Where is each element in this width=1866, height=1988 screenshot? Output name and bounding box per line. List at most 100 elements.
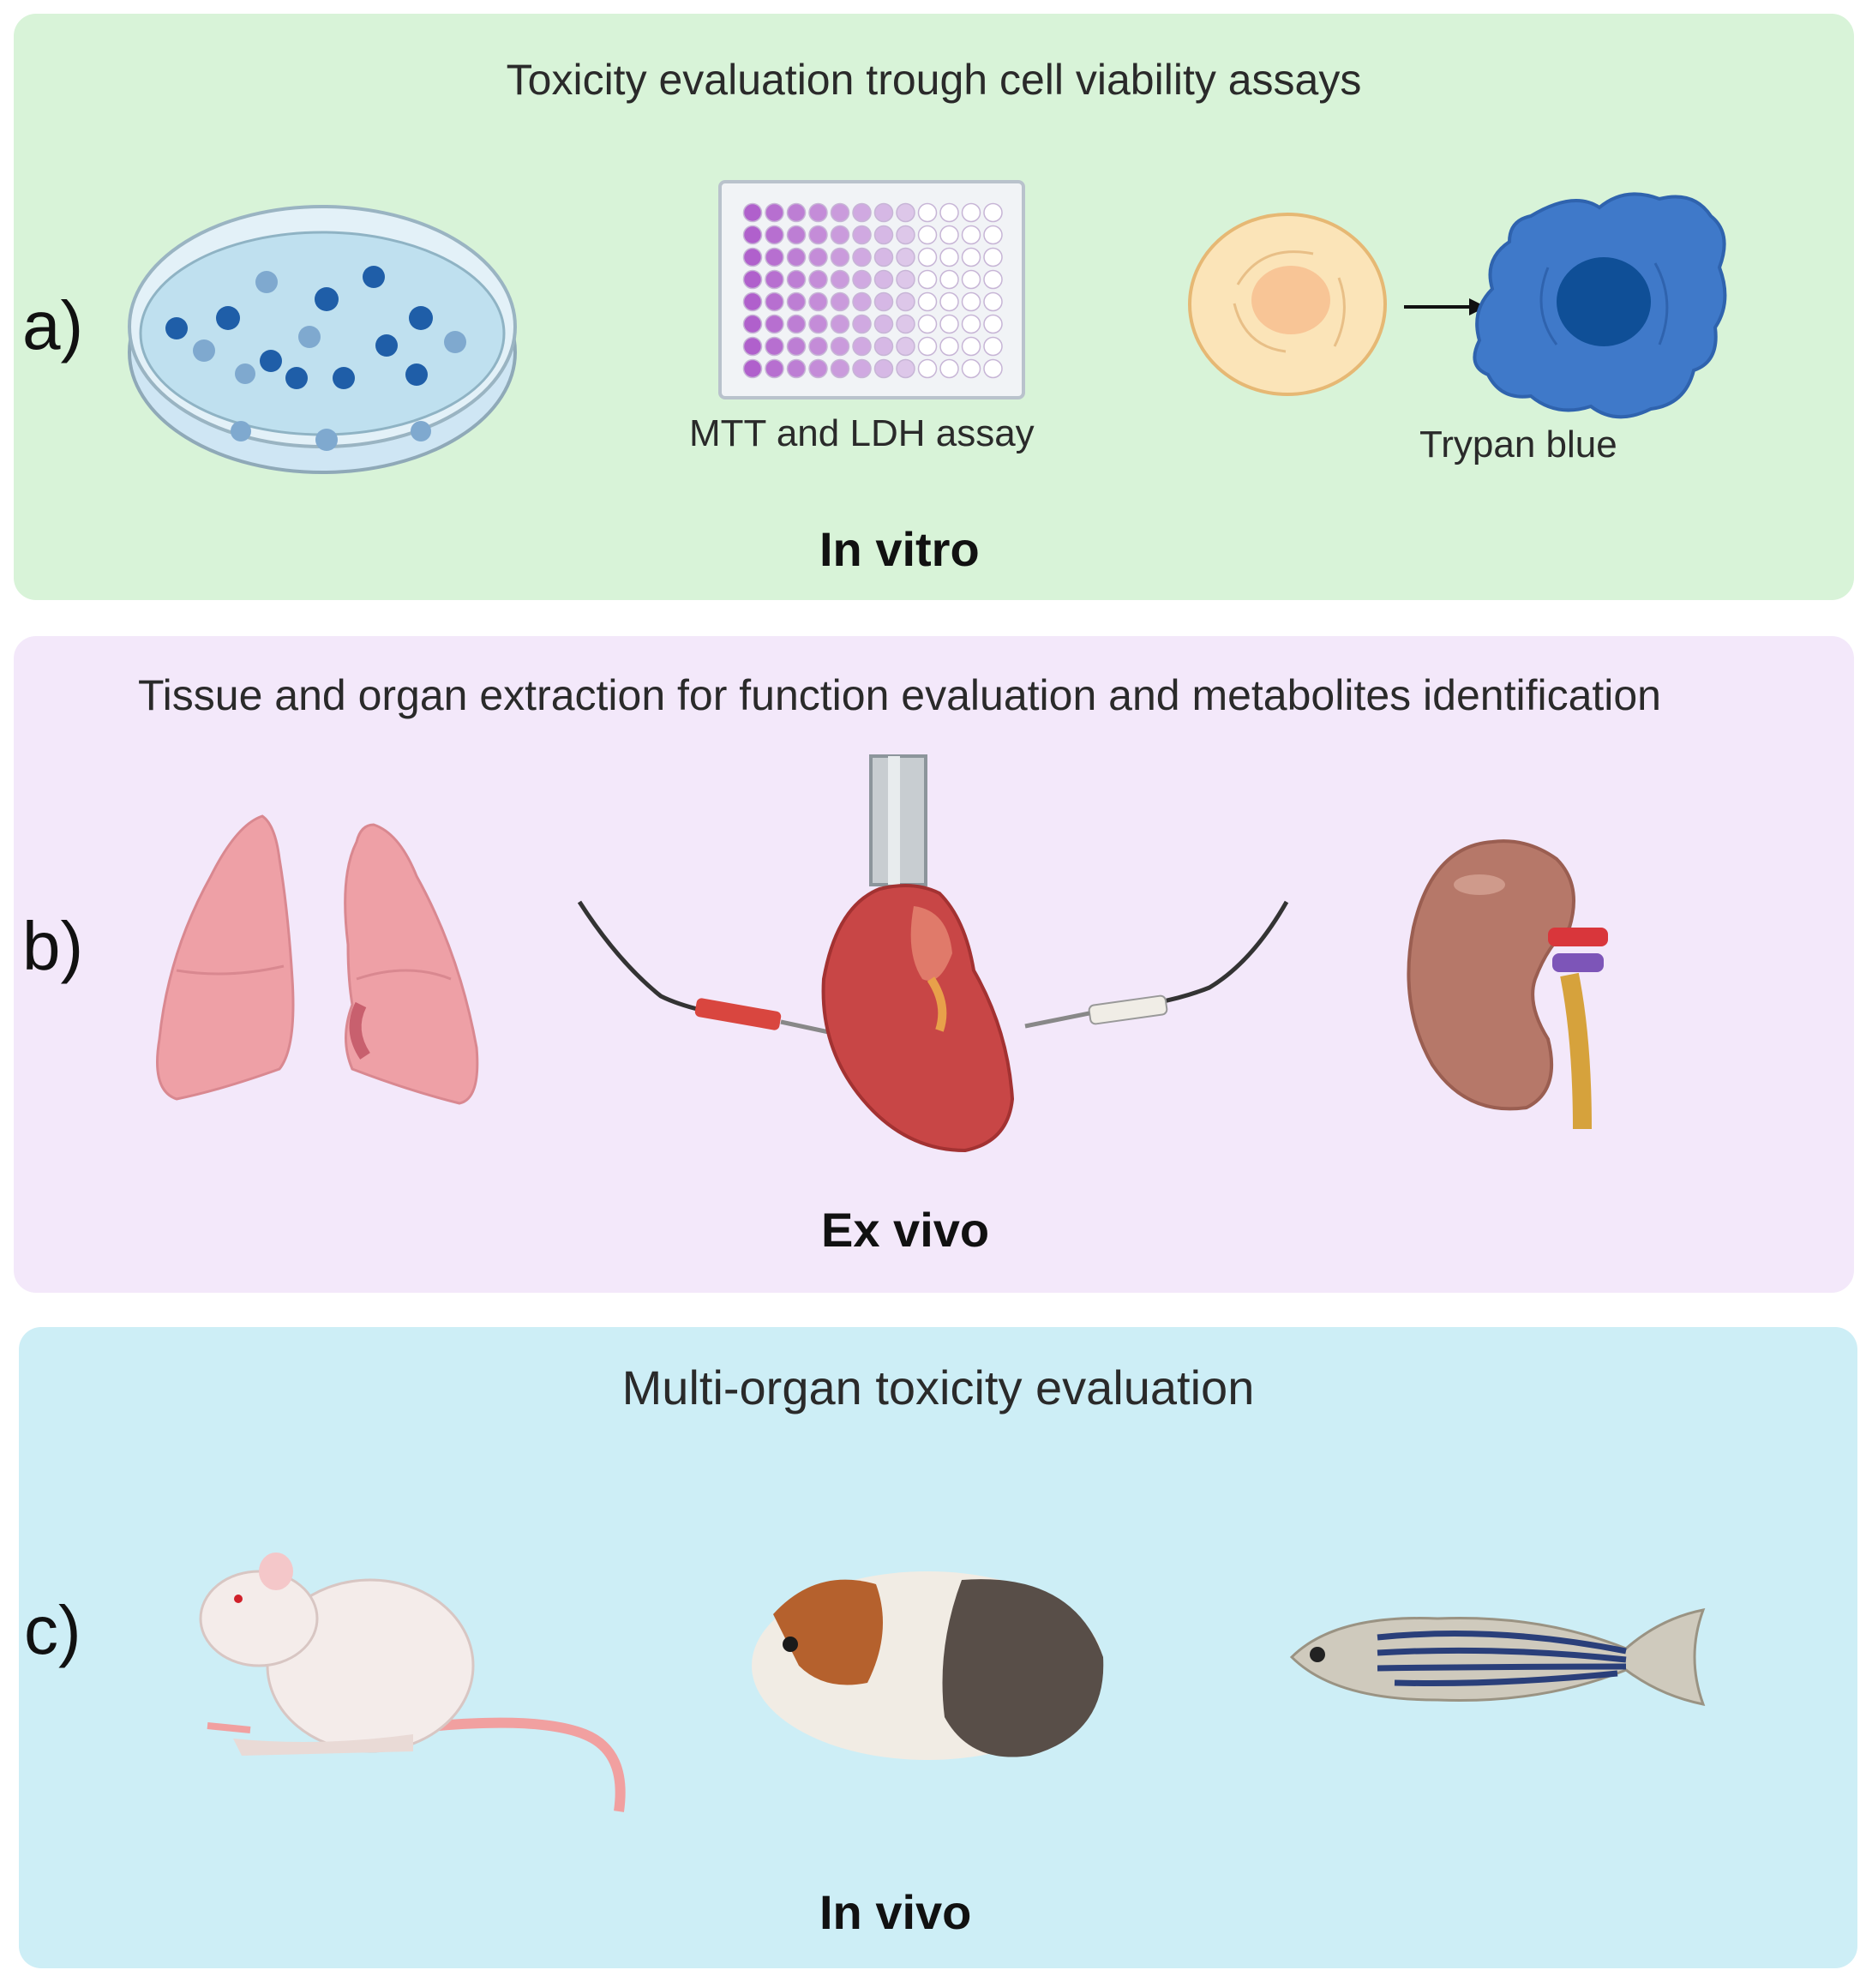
well: [852, 269, 872, 290]
well: [917, 314, 938, 334]
panel-b-label: b): [22, 908, 84, 984]
well: [852, 314, 872, 334]
well: [873, 202, 894, 223]
stained-cell-icon: [1473, 192, 1727, 419]
well: [765, 225, 784, 245]
well: [742, 336, 763, 357]
well: [852, 291, 872, 312]
well: [873, 247, 894, 267]
panel-a-label: a): [22, 287, 84, 363]
well: [983, 336, 1003, 357]
well: [786, 358, 807, 379]
well: [983, 202, 1003, 223]
well: [742, 269, 763, 290]
panel-a-footer: In vitro: [819, 522, 980, 576]
well: [939, 291, 959, 312]
cell-caption: Trypan blue: [1419, 423, 1617, 465]
well: [983, 358, 1003, 379]
well: [786, 202, 807, 223]
electrode-icon: [577, 900, 1289, 1037]
well: [961, 291, 981, 312]
well: [873, 291, 894, 312]
well: [983, 314, 1003, 334]
well: [917, 358, 938, 379]
well: [786, 247, 807, 267]
well: [939, 247, 959, 267]
well: [786, 336, 807, 357]
well: [742, 247, 763, 267]
well: [917, 291, 938, 312]
petri-dish-icon: [128, 205, 517, 474]
well: [896, 336, 915, 357]
well: [917, 225, 938, 245]
well: [830, 202, 850, 223]
well: [852, 225, 872, 245]
well: [742, 291, 763, 312]
well: [961, 202, 981, 223]
panel-c-label: c): [24, 1592, 81, 1668]
well: [939, 225, 959, 245]
well-plate-icon: [718, 180, 1025, 399]
well: [808, 202, 828, 223]
arrow-icon: [1404, 298, 1486, 315]
well: [917, 269, 938, 290]
well: [742, 225, 763, 245]
mouse-icon: [199, 1553, 626, 1812]
lungs-icon: [156, 814, 479, 1105]
well: [939, 269, 959, 290]
well: [786, 314, 807, 334]
well: [830, 358, 850, 379]
well: [852, 202, 872, 223]
well: [808, 336, 828, 357]
well: [896, 269, 915, 290]
well: [896, 291, 915, 312]
well: [765, 314, 784, 334]
healthy-cell-icon: [1188, 213, 1387, 396]
well: [742, 358, 763, 379]
well: [808, 269, 828, 290]
panel-b-title: Tissue and organ extraction for function…: [137, 671, 1661, 719]
well: [765, 202, 784, 223]
well: [852, 358, 872, 379]
well: [808, 247, 828, 267]
well: [765, 336, 784, 357]
well: [765, 358, 784, 379]
well: [786, 225, 807, 245]
well: [961, 314, 981, 334]
well: [765, 269, 784, 290]
kidney-icon: [1407, 839, 1608, 1130]
well: [961, 225, 981, 245]
well: [917, 202, 938, 223]
well: [983, 247, 1003, 267]
well: [873, 336, 894, 357]
well: [873, 225, 894, 245]
well: [765, 247, 784, 267]
well: [896, 358, 915, 379]
well: [873, 269, 894, 290]
well: [742, 314, 763, 334]
well: [852, 247, 872, 267]
well: [830, 336, 850, 357]
well: [830, 314, 850, 334]
well: [830, 269, 850, 290]
panel-b-footer: Ex vivo: [821, 1203, 990, 1257]
well: [873, 358, 894, 379]
well: [961, 269, 981, 290]
well: [939, 202, 959, 223]
plate-caption: MTT and LDH assay: [689, 412, 1035, 454]
well: [896, 225, 915, 245]
well: [896, 247, 915, 267]
well: [896, 314, 915, 334]
well: [939, 336, 959, 357]
well: [896, 202, 915, 223]
well: [808, 225, 828, 245]
well: [808, 291, 828, 312]
well: [830, 225, 850, 245]
well: [939, 358, 959, 379]
panel-in-vitro: Toxicity evaluation trough cell viabilit…: [14, 14, 1854, 600]
well: [961, 247, 981, 267]
well: [983, 291, 1003, 312]
well: [983, 269, 1003, 290]
well: [961, 336, 981, 357]
well: [808, 358, 828, 379]
